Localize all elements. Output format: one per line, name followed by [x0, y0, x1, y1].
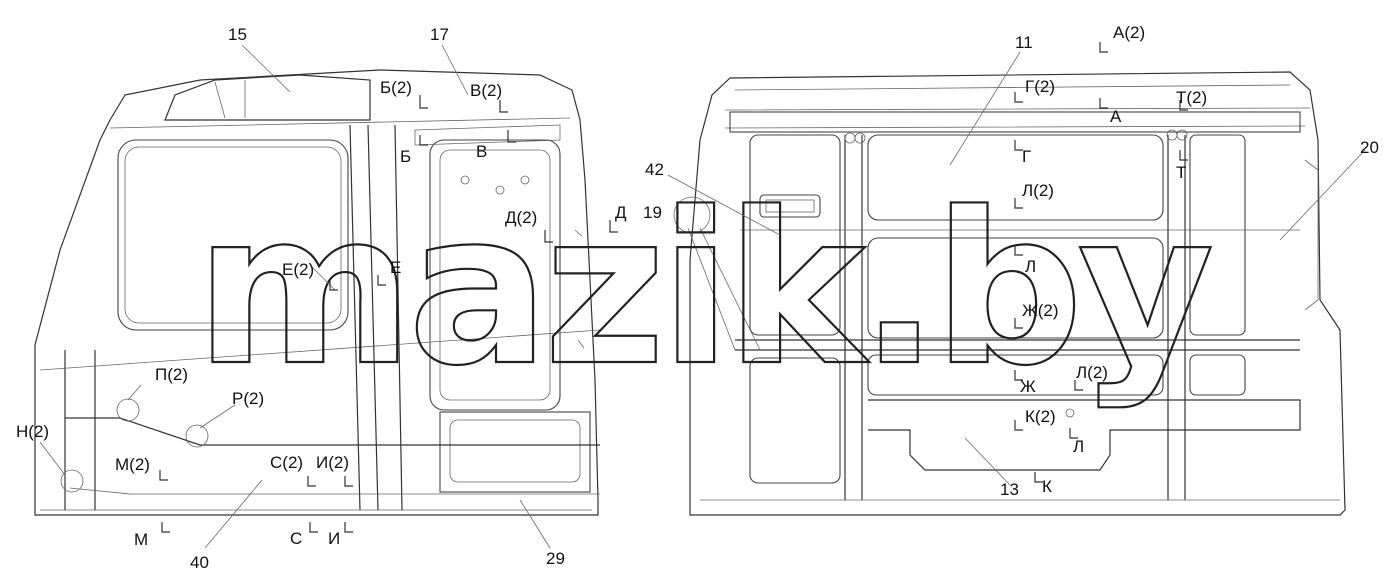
label-l2a: Л(2) — [1022, 181, 1054, 200]
label-17: 17 — [430, 25, 449, 44]
label-s: С — [290, 529, 302, 548]
upper-frame — [729, 111, 1301, 133]
label-20: 20 — [1360, 138, 1379, 157]
label-d: Д — [615, 203, 627, 222]
section-ticks — [159, 42, 1188, 533]
label-g2: Г(2) — [1025, 77, 1055, 96]
label-15: 15 — [228, 25, 247, 44]
label-s2: С(2) — [270, 453, 303, 472]
label-zh: Ж — [1020, 377, 1036, 396]
watermark-text: mazik.by — [195, 167, 1211, 412]
label-l-a: Л — [1025, 257, 1036, 276]
leader-lines — [39, 44, 1366, 549]
lower-center-panel — [867, 354, 1164, 396]
left-cab-side-view — [34, 69, 601, 516]
upper-left-panel — [749, 134, 841, 336]
label-19: 19 — [643, 203, 662, 222]
label-e: Е — [390, 258, 401, 277]
label-v: В — [476, 142, 487, 161]
label-i2: И(2) — [316, 453, 349, 472]
rear-grab-handle — [759, 194, 821, 218]
label-i: И — [328, 529, 340, 548]
label-a: А — [1110, 107, 1122, 126]
label-zh2: Ж(2) — [1022, 301, 1058, 320]
label-m2: М(2) — [115, 455, 150, 474]
lower-right-panel — [1189, 354, 1246, 396]
upper-right-panel — [1189, 134, 1246, 336]
upper-center-panel — [867, 134, 1164, 221]
label-13: 13 — [1000, 480, 1019, 499]
roof-hatch — [164, 74, 371, 121]
middle-center-panel — [867, 237, 1164, 339]
right-cab-outline — [689, 71, 1346, 516]
door-window — [117, 139, 349, 331]
label-40: 40 — [190, 553, 209, 572]
label-k2: К(2) — [1025, 407, 1056, 426]
label-k: К — [1042, 477, 1052, 496]
label-r2: Р(2) — [232, 389, 264, 408]
label-42: 42 — [645, 160, 664, 179]
label-v2: В(2) — [470, 81, 502, 100]
callout-labels: 15 17 Б(2) В(2) Б В Д(2) Д Е(2) Е П(2) Р… — [16, 23, 1379, 572]
label-l2b: Л(2) — [1076, 363, 1108, 382]
label-a2: А(2) — [1113, 23, 1145, 42]
label-l-b: Л — [1073, 437, 1084, 456]
label-g: Г — [1022, 147, 1031, 166]
label-p2: П(2) — [155, 365, 188, 384]
label-m: М — [134, 530, 148, 549]
lower-storage-box — [439, 411, 591, 493]
label-t: Т — [1176, 163, 1186, 182]
rear-side-panel — [429, 139, 561, 411]
label-d2: Д(2) — [505, 208, 537, 227]
label-11: 11 — [1015, 33, 1033, 52]
label-29: 29 — [546, 549, 565, 568]
left-cab-outline — [34, 69, 599, 516]
label-e2: Е(2) — [282, 260, 314, 279]
label-t2: Т(2) — [1176, 88, 1207, 107]
label-b: Б — [400, 147, 411, 166]
bottom-cutout — [868, 399, 1301, 471]
right-cab-rear-view — [673, 71, 1346, 516]
label-n2: Н(2) — [16, 422, 49, 441]
lower-left-panel — [749, 357, 841, 484]
label-b2: Б(2) — [380, 78, 412, 97]
